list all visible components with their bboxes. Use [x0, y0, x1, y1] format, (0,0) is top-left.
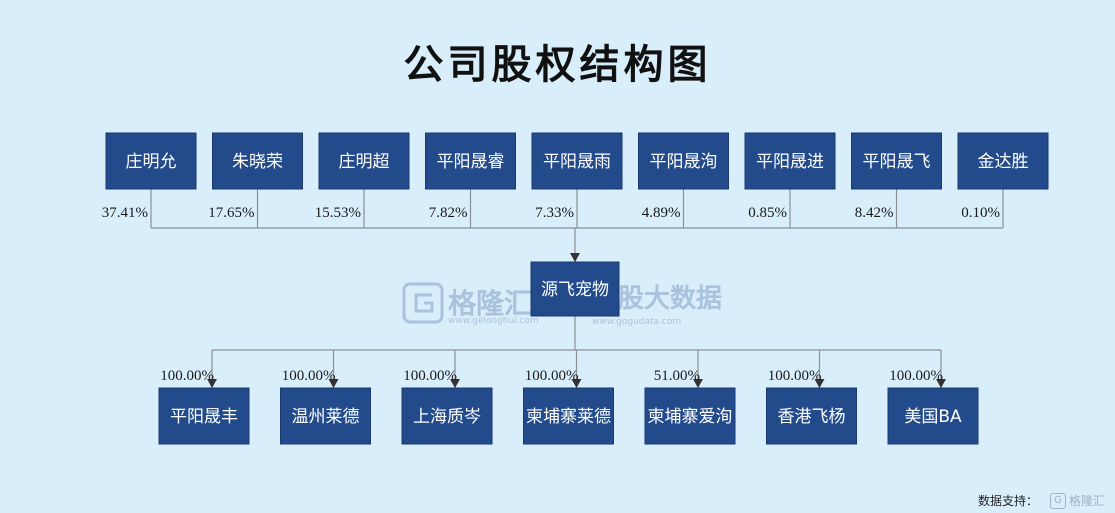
footer-brand-watermark: G 格隆汇: [1049, 492, 1105, 509]
watermark-partner: 股大数据: [618, 284, 722, 314]
subsidiary-pct: 100.00%: [160, 368, 214, 384]
subsidiary-node: 上海质岑: [401, 387, 493, 445]
shareholder-node-label: 朱晓荣: [232, 152, 283, 172]
footer: 数据支持： G 格隆汇: [978, 492, 1105, 509]
shareholder-node-bg: [638, 132, 729, 190]
shareholder-node-bg: [318, 132, 410, 190]
shareholder-pct: 7.82%: [429, 205, 468, 221]
company-node-label: 源飞宠物: [541, 280, 609, 300]
shareholder-node-bg: [851, 132, 942, 190]
connector-lines: [150, 189, 1004, 388]
company-node: 源飞宠物: [530, 261, 620, 317]
shareholder-node-bg: [425, 132, 516, 190]
subsidiary-arrow: [693, 379, 703, 388]
subsidiary-arrow: [328, 379, 339, 388]
shareholder-node: 朱晓荣: [212, 132, 303, 190]
shareholder-node: 金达胜: [957, 132, 1049, 190]
shareholder-pct: 7.33%: [535, 205, 574, 221]
watermark-brand-url: www.gelonghui.com: [448, 316, 539, 326]
shareholder-pct: 0.85%: [748, 205, 787, 221]
subsidiary-node: 平阳晟丰: [158, 387, 250, 445]
shareholder-pct: 4.89%: [642, 205, 681, 221]
subsidiary-node-bg: [766, 387, 857, 445]
shareholder-node: 平阳晟进: [744, 132, 836, 190]
subsidiary-pct: 51.00%: [654, 368, 700, 384]
shareholder-pct: 0.10%: [961, 205, 1000, 221]
subsidiary-node-bg: [644, 387, 736, 445]
shareholder-node-bg: [531, 132, 623, 190]
footer-logo-icon: G: [1049, 492, 1066, 509]
subsidiary-node-label: 柬埔寨莱德: [526, 407, 611, 427]
subsidiary-node-label: 温州莱德: [292, 407, 360, 427]
subsidiary-node: 美国BA: [887, 387, 979, 445]
subsidiary-arrow: [936, 379, 946, 388]
footer-brand: 格隆汇: [1068, 494, 1105, 508]
shareholder-node: 平阳晟雨: [531, 132, 623, 190]
subsidiary-arrow: [207, 379, 217, 388]
company-node-bg: [530, 261, 620, 317]
subsidiary-arrow: [814, 379, 825, 388]
subsidiary-pct: 100.00%: [282, 368, 336, 384]
shareholder-node-label: 平阳晟睿: [437, 152, 505, 172]
subsidiary-node-label: 美国BA: [904, 407, 962, 427]
shareholder-node-label: 平阳晟洵: [650, 152, 718, 172]
shareholder-node: 庄明超: [318, 132, 410, 190]
shareholder-node: 平阳晟洵: [638, 132, 729, 190]
subsidiary-pct: 100.00%: [525, 368, 579, 384]
footer-source-label: 数据支持：: [977, 494, 1038, 508]
shareholder-node-bg: [957, 132, 1049, 190]
subsidiary-node-bg: [523, 387, 614, 445]
subsidiary-pct: 100.00%: [889, 368, 943, 384]
subsidiary-node-label: 上海质岑: [413, 407, 481, 427]
subsidiary-node: 柬埔寨莱德: [523, 387, 614, 445]
shareholder-node-label: 金达胜: [978, 152, 1029, 172]
subsidiary-node-bg: [401, 387, 493, 445]
subsidiary-pct: 100.00%: [768, 368, 822, 384]
shareholder-node-label: 平阳晟进: [756, 152, 824, 172]
shareholder-pct: 8.42%: [855, 205, 894, 221]
shareholder-node-bg: [744, 132, 836, 190]
shareholder-pct: 17.65%: [208, 205, 254, 221]
shareholder-node: 平阳晟飞: [851, 132, 942, 190]
subsidiary-arrow: [571, 379, 582, 388]
shareholder-node-bg: [105, 132, 197, 190]
shareholder-pct: 15.53%: [315, 205, 361, 221]
subsidiary-node-label: 香港飞杨: [778, 407, 846, 427]
shareholder-node-label: 庄明超: [339, 152, 390, 172]
subsidiary-node-bg: [280, 387, 371, 445]
subsidiary-node-label: 平阳晟丰: [170, 407, 238, 427]
shareholder-node-label: 平阳晟飞: [863, 152, 931, 172]
entity-nodes: 庄明允 37.41% 朱晓荣 17.65% 庄明超 15.53% 平阳晟睿 7.82% 平阳晟雨…: [102, 132, 1049, 445]
subsidiary-node-label: 柬埔寨爱洵: [648, 407, 733, 427]
shareholder-node-bg: [212, 132, 303, 190]
subsidiary-node: 柬埔寨爱洵: [644, 387, 736, 445]
subsidiary-arrow: [450, 379, 460, 388]
shareholder-node: 庄明允: [105, 132, 197, 190]
watermark-partner-url: www.gogudata.com: [592, 317, 681, 327]
company-arrow: [570, 253, 580, 262]
watermark-brand: 格隆汇: [448, 287, 532, 320]
watermark: 格隆汇 www.gelonghui.com 股大数据 www.gogudata.…: [402, 282, 722, 327]
subsidiary-node: 香港飞杨: [766, 387, 857, 445]
shareholder-node-label: 庄明允: [126, 152, 177, 172]
subsidiary-node-bg: [887, 387, 979, 445]
shareholder-node: 平阳晟睿: [425, 132, 516, 190]
subsidiary-node: 温州莱德: [280, 387, 371, 445]
subsidiary-node-bg: [158, 387, 250, 445]
shareholder-node-label: 平阳晟雨: [543, 152, 611, 172]
shareholder-pct: 37.41%: [102, 205, 148, 221]
page-title: 公司股权结构图: [403, 42, 712, 88]
subsidiary-pct: 100.00%: [403, 368, 457, 384]
watermark-logo-icon: [402, 282, 444, 324]
